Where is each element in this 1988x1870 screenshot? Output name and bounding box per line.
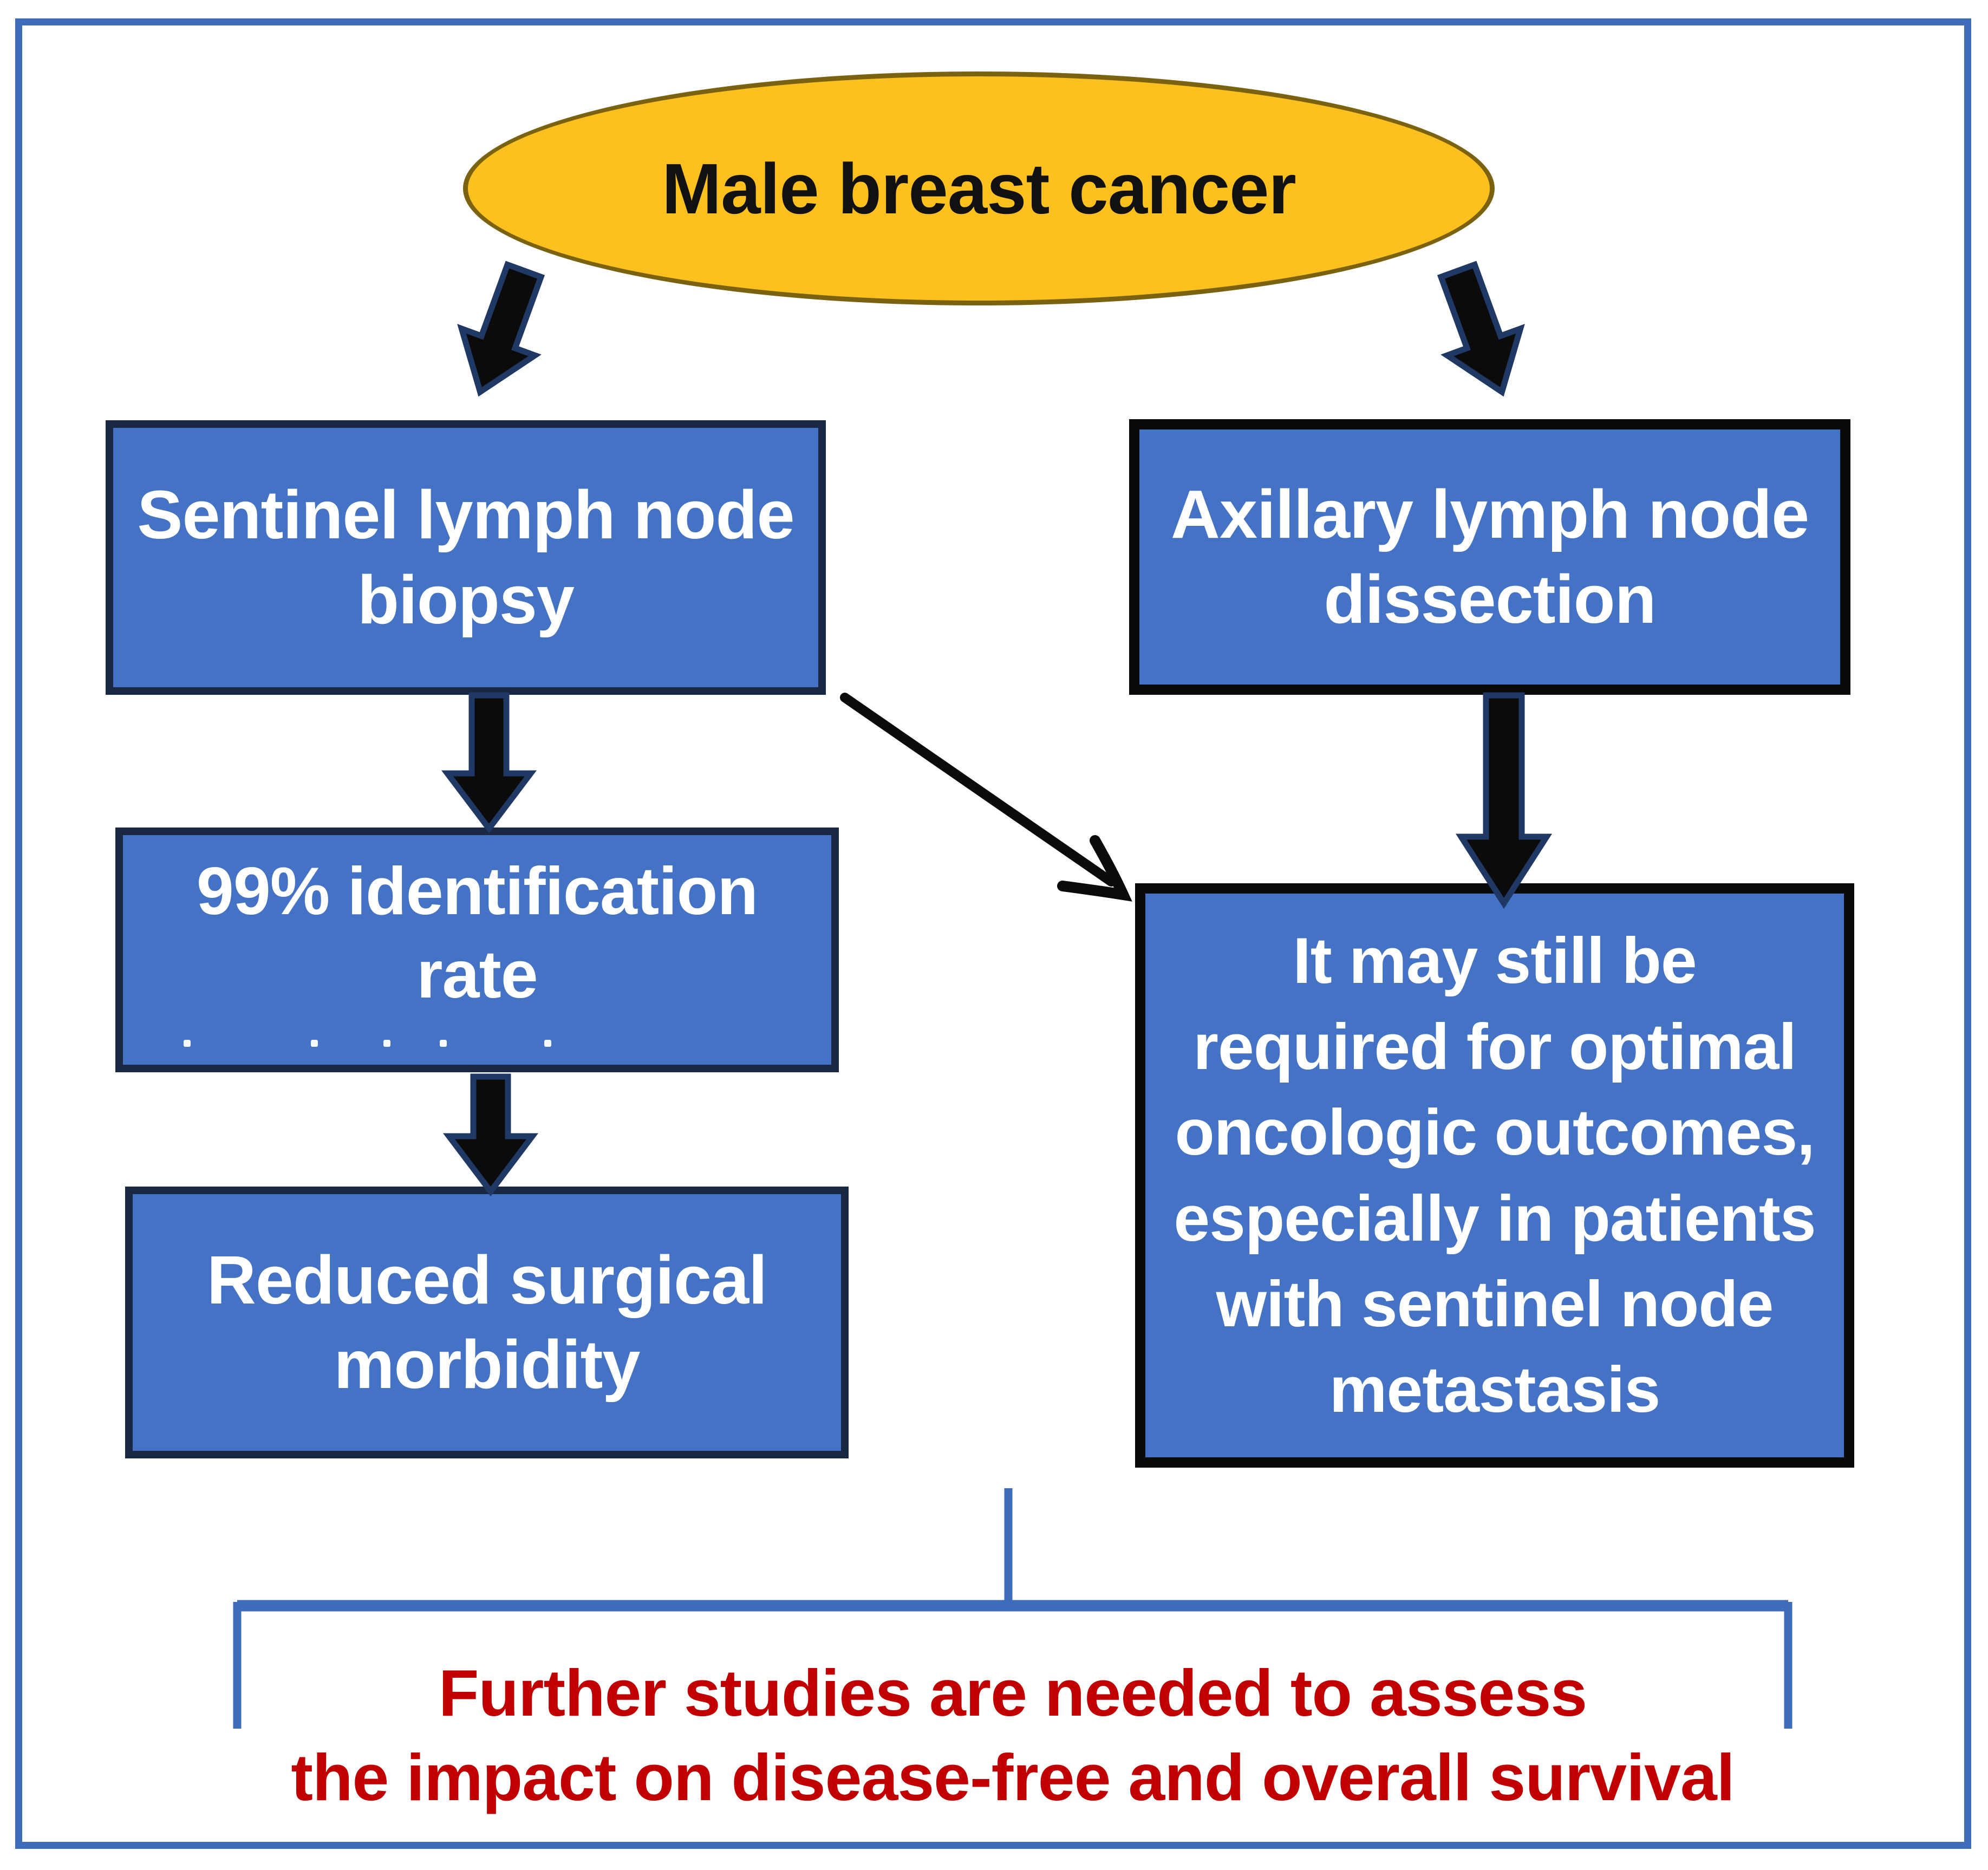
reduced-surgical-morbidity-box: Reduced surgical morbidity bbox=[125, 1187, 849, 1458]
faded-text-artifact-dots bbox=[123, 1040, 831, 1051]
outer-border-frame bbox=[15, 18, 1971, 1849]
reduced-morbidity-label: Reduced surgical morbidity bbox=[206, 1241, 767, 1403]
axillary-lymph-node-dissection-box: Axillary lymph node dissection bbox=[1129, 419, 1850, 695]
alnd-note-label: It may still be required for optimal onc… bbox=[1174, 924, 1816, 1426]
alnd-still-required-box: It may still be required for optimal onc… bbox=[1135, 883, 1854, 1468]
diagram-title: Male breast cancer bbox=[662, 148, 1296, 229]
sentinel-box-label: Sentinel lymph node biopsy bbox=[137, 477, 794, 638]
identification-rate-box: 99% identification rate bbox=[115, 828, 839, 1072]
axillary-box-label: Axillary lymph node dissection bbox=[1170, 476, 1809, 637]
male-breast-cancer-ellipse: Male breast cancer bbox=[463, 71, 1495, 305]
further-studies-note: Further studies are needed to assess the… bbox=[291, 1656, 1735, 1815]
identification-rate-label: 99% identification rate bbox=[196, 854, 758, 1012]
sentinel-lymph-node-biopsy-box: Sentinel lymph node biopsy bbox=[106, 420, 826, 695]
